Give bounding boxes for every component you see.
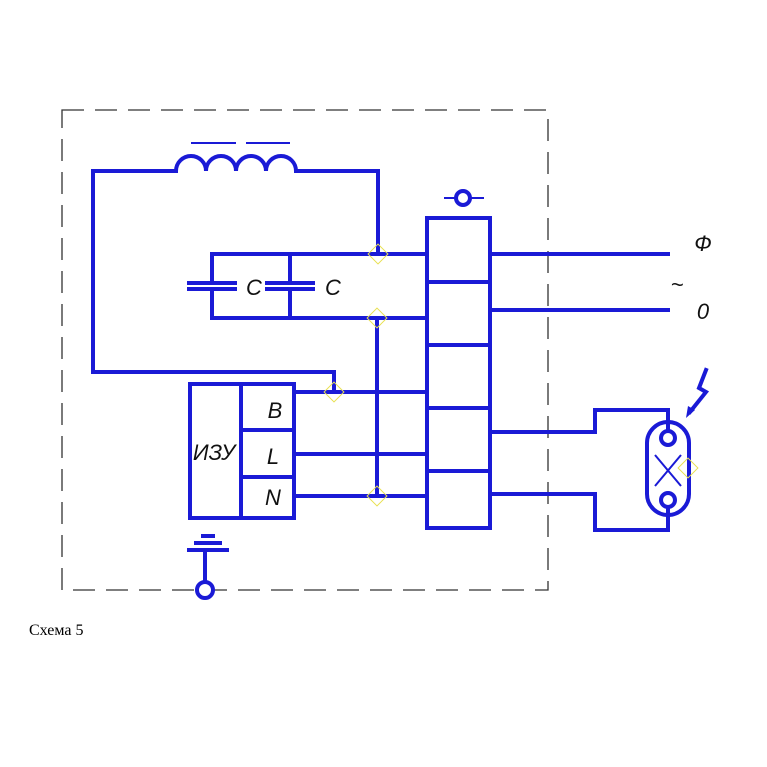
capacitor-2-label: C	[325, 275, 341, 300]
choke-inductor-icon	[174, 142, 298, 172]
capacitor-1-label: C	[246, 275, 262, 300]
phase-label: Ф	[694, 231, 712, 256]
fixture-boundary-dashed	[61, 109, 549, 591]
neutral-label: 0	[697, 299, 710, 324]
igniter-box	[188, 382, 296, 520]
junction-markers	[323, 243, 699, 507]
ground-icon	[187, 534, 229, 600]
wires	[91, 169, 670, 532]
igniter-terminal-b-label: B	[268, 398, 283, 423]
igniter-terminal-l-label: L	[267, 444, 279, 469]
labels: C C ИЗУ B L N Ф ~ 0	[193, 231, 712, 510]
ac-symbol: ~	[671, 272, 684, 297]
lamp-icon	[645, 420, 691, 517]
terminal-block	[425, 189, 492, 530]
igniter-label: ИЗУ	[193, 440, 237, 465]
igniter-terminal-n-label: N	[265, 485, 281, 510]
capacitor-icon	[187, 281, 315, 291]
lightning-icon	[686, 367, 710, 418]
figure-caption: Схема 5	[29, 622, 84, 639]
